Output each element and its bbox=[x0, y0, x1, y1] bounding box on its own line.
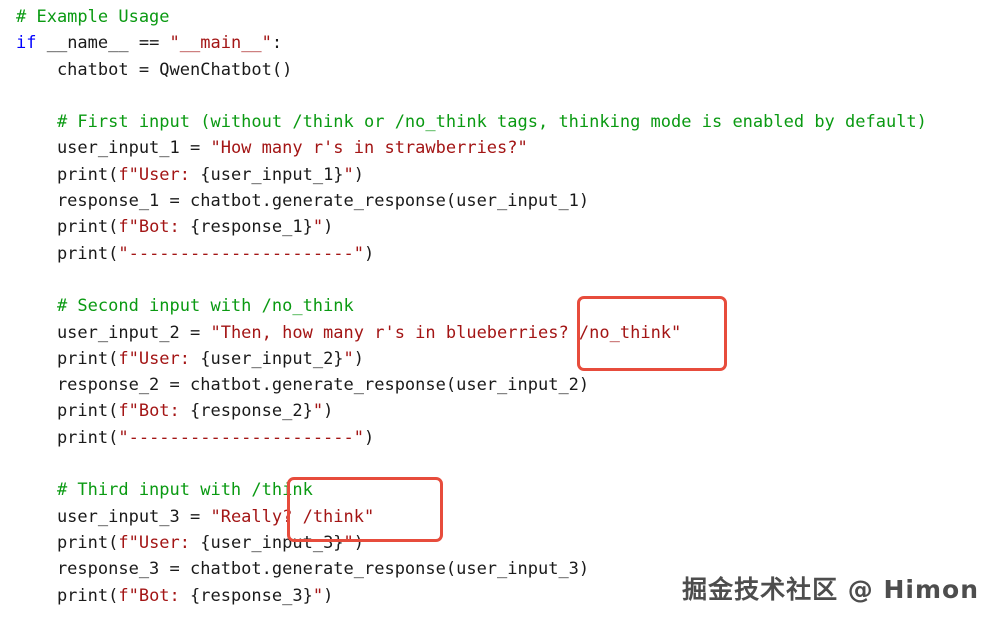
code-line bbox=[16, 451, 927, 477]
code-token-string: "Really? /think" bbox=[210, 506, 375, 527]
code-line: if __name__ == "__main__": bbox=[16, 30, 927, 56]
code-line: print(f"Bot: {response_2}") bbox=[16, 398, 927, 424]
code-token-string: "How many r's in strawberries?" bbox=[210, 138, 528, 159]
code-token-plain: print( bbox=[16, 348, 119, 369]
code-token-plain: print( bbox=[16, 401, 119, 422]
code-token-string: " bbox=[343, 532, 354, 553]
code-line: chatbot = QwenChatbot() bbox=[16, 57, 927, 83]
code-token-plain: print( bbox=[16, 243, 119, 264]
code-token-string: " bbox=[343, 348, 354, 369]
code-token-string: "----------------------" bbox=[118, 243, 364, 264]
code-line: print(f"Bot: {response_1}") bbox=[16, 214, 927, 240]
code-token-string: "__main__" bbox=[169, 33, 272, 54]
code-token-comment: # Example Usage bbox=[16, 7, 170, 27]
code-token-plain: {user_input_2} bbox=[200, 348, 344, 369]
code-token-string: " bbox=[312, 217, 324, 238]
code-token-plain: ) bbox=[364, 427, 375, 448]
code-line: # Example Usage bbox=[16, 4, 927, 30]
code-token-plain: ) bbox=[353, 348, 365, 369]
code-token-plain: print( bbox=[16, 532, 119, 553]
code-token-string: f"User: bbox=[118, 348, 201, 369]
code-token-plain: response_3 = chatbot.generate_response(u… bbox=[16, 559, 590, 580]
code-line: print("----------------------") bbox=[16, 241, 927, 267]
code-token-string: " bbox=[312, 401, 324, 422]
code-token-plain: : bbox=[271, 33, 283, 54]
code-line: response_1 = chatbot.generate_response(u… bbox=[16, 188, 927, 214]
code-token-comment: # Third input with /think bbox=[16, 480, 313, 501]
code-token-plain: response_1 = chatbot.generate_response(u… bbox=[16, 191, 590, 212]
code-token-plain: print( bbox=[16, 427, 119, 448]
code-token-plain: ) bbox=[323, 401, 334, 422]
code-token-plain: print( bbox=[16, 164, 119, 185]
code-line: user_input_3 = "Really? /think" bbox=[16, 504, 927, 530]
code-token-string: f"Bot: bbox=[118, 401, 191, 422]
code-token-plain: {user_input_3} bbox=[200, 532, 344, 553]
code-line: user_input_2 = "Then, how many r's in bl… bbox=[16, 320, 927, 346]
code-token-plain: __name__ == bbox=[36, 33, 170, 54]
code-token-plain: user_input_3 = bbox=[16, 506, 211, 527]
code-token-plain: response_2 = chatbot.generate_response(u… bbox=[16, 375, 590, 396]
code-line: print(f"User: {user_input_2}") bbox=[16, 346, 927, 372]
code-line: user_input_1 = "How many r's in strawber… bbox=[16, 135, 927, 161]
code-block: # Example Usage if __name__ == "__main__"… bbox=[16, 4, 927, 609]
code-token-plain: ) bbox=[353, 532, 365, 553]
code-line: # Second input with /no_think bbox=[16, 293, 927, 319]
code-token-string: f"Bot: bbox=[118, 217, 191, 238]
code-line: response_2 = chatbot.generate_response(u… bbox=[16, 372, 927, 398]
code-token-plain: print( bbox=[16, 217, 119, 238]
code-token-string: f"Bot: bbox=[118, 585, 191, 606]
code-line: print(f"User: {user_input_3}") bbox=[16, 530, 927, 556]
code-token-comment: # Second input with /no_think bbox=[16, 296, 354, 317]
code-token-plain: user_input_2 = bbox=[16, 322, 211, 343]
code-line: # Third input with /think bbox=[16, 477, 927, 503]
code-token-plain: ) bbox=[353, 164, 365, 185]
code-line: print(f"User: {user_input_1}") bbox=[16, 162, 927, 188]
code-line: print(f"Bot: {response_3}") bbox=[16, 583, 927, 609]
code-token-plain: ) bbox=[323, 217, 334, 238]
code-token-keyword: if bbox=[16, 33, 37, 54]
code-token-string: " bbox=[343, 164, 354, 185]
code-token-string: "----------------------" bbox=[118, 427, 364, 448]
code-token-plain: {response_3} bbox=[190, 585, 313, 606]
code-token-plain: print( bbox=[16, 585, 119, 606]
code-token-string: f"User: bbox=[118, 532, 201, 553]
code-token-plain: {user_input_1} bbox=[200, 164, 344, 185]
code-line bbox=[16, 267, 927, 293]
code-token-plain: user_input_1 = bbox=[16, 138, 211, 159]
code-line: # First input (without /think or /no_thi… bbox=[16, 109, 927, 135]
code-token-string: " bbox=[312, 585, 324, 606]
code-token-plain: {response_2} bbox=[190, 401, 313, 422]
watermark-text: 掘金技术社区 @ Himon bbox=[682, 575, 979, 604]
code-line bbox=[16, 83, 927, 109]
code-token-plain: chatbot = QwenChatbot() bbox=[16, 59, 293, 80]
code-token-plain: ) bbox=[323, 585, 334, 606]
code-line: response_3 = chatbot.generate_response(u… bbox=[16, 556, 927, 582]
code-token-comment: # First input (without /think or /no_thi… bbox=[16, 112, 927, 133]
code-token-plain: ) bbox=[364, 243, 375, 264]
code-token-string: f"User: bbox=[118, 164, 201, 185]
code-token-string: "Then, how many r's in blueberries? /no_… bbox=[210, 322, 682, 343]
code-line: print("----------------------") bbox=[16, 425, 927, 451]
code-token-plain: {response_1} bbox=[190, 217, 313, 238]
